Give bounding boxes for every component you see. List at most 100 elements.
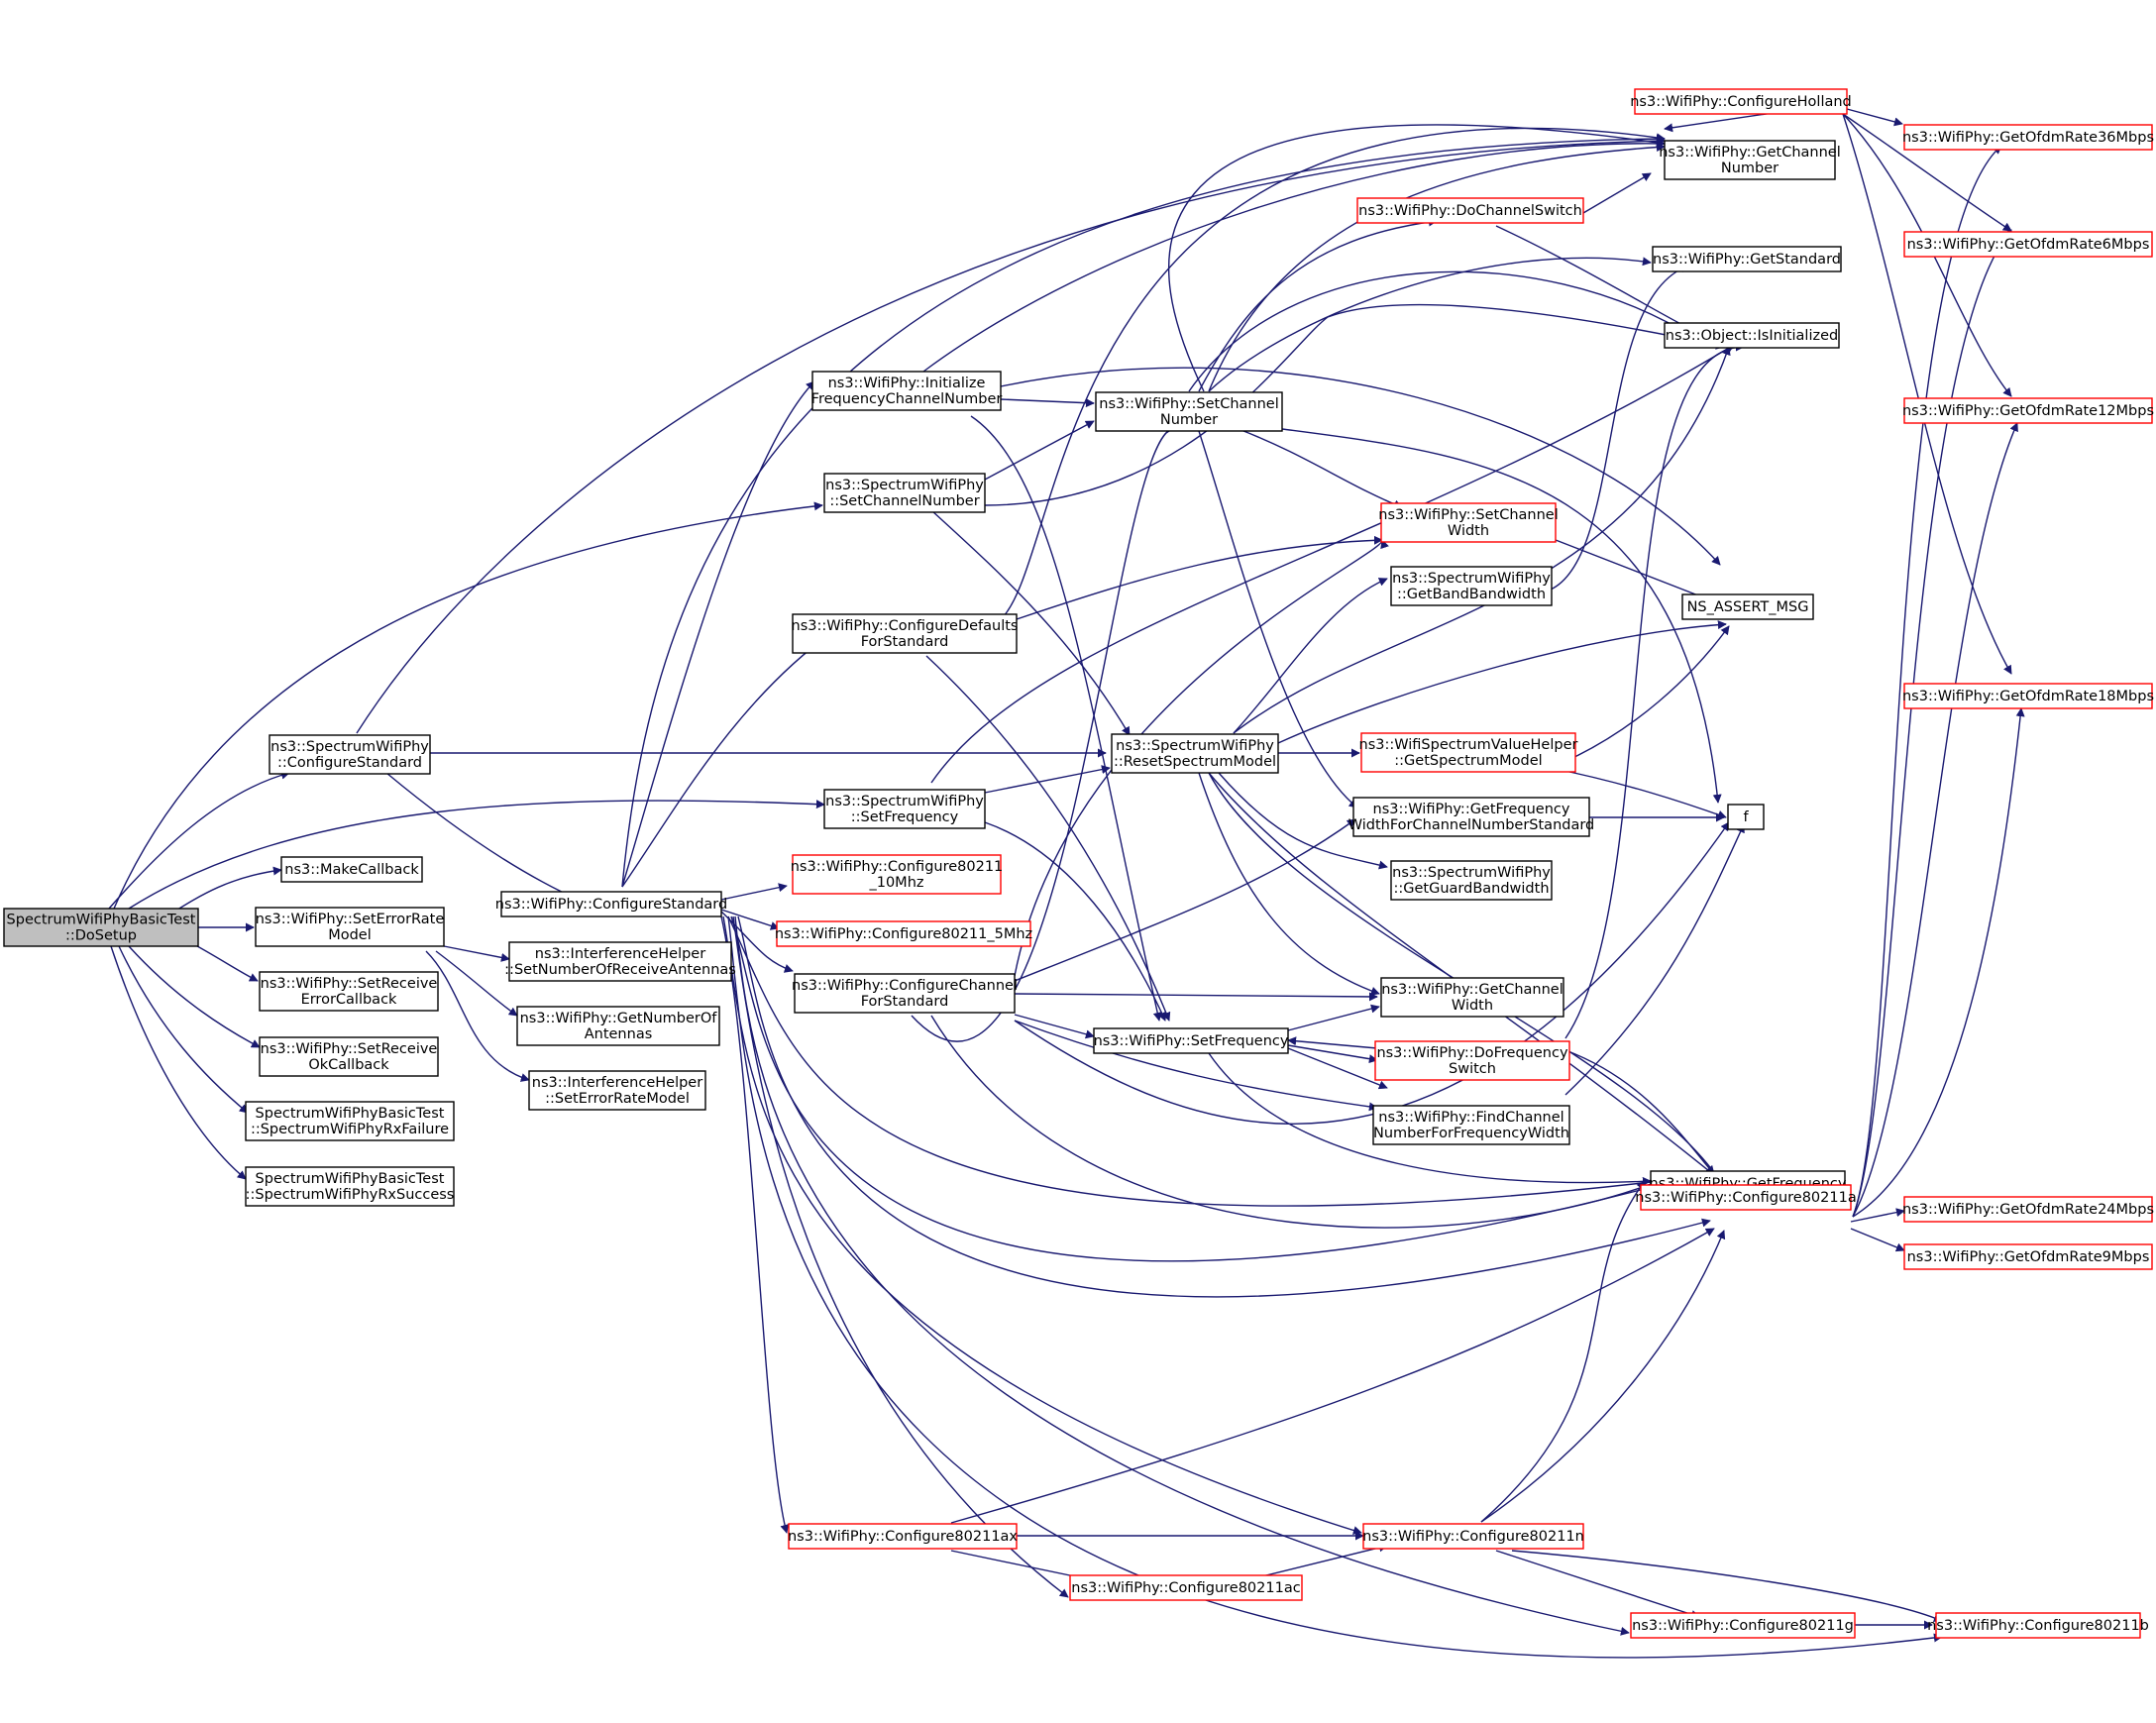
node-cg[interactable]: ns3::WifiPhy::Configure80211g <box>1630 1612 1856 1639</box>
edge <box>930 344 1735 784</box>
node-getfw[interactable]: ns3::WifiPhy::GetFrequencyWidthForChanne… <box>1348 797 1595 837</box>
node-dochsw[interactable]: ns3::WifiPhy::DoChannelSwitch <box>1356 197 1584 224</box>
node-box <box>1360 732 1576 773</box>
node-ih_setnum[interactable]: ns3::InterferenceHelper::SetNumberOfRece… <box>504 941 736 982</box>
node-label: ns3::WifiPhy::GetOfdmRate12Mbps <box>1902 403 2154 419</box>
node-label: ns3::WifiPhy::ConfigureDefaults <box>792 618 1019 634</box>
node-wp_cfgstd[interactable]: ns3::WifiPhy::ConfigureStandard <box>495 891 727 917</box>
node-makecb[interactable]: ns3::MakeCallback <box>280 856 423 883</box>
node-f[interactable]: f <box>1727 804 1765 830</box>
edge <box>1852 422 2018 1218</box>
node-label: WidthForChannelNumberStandard <box>1348 817 1595 833</box>
node-label: ns3::WifiPhy::Configure80211n <box>1362 1529 1584 1545</box>
node-cfgchan[interactable]: ns3::WifiPhy::ConfigureChannelForStandar… <box>792 973 1018 1014</box>
node-swp_setfreq[interactable]: ns3::SpectrumWifiPhy::SetFrequency <box>823 789 986 829</box>
node-label: ns3::WifiPhy::Configure80211b <box>1927 1618 2149 1634</box>
node-ih_seterr[interactable]: ns3::InterferenceHelper::SetErrorRateMod… <box>528 1070 706 1111</box>
edge <box>734 915 1630 1636</box>
node-label: ns3::WifiPhy::DoChannelSwitch <box>1358 203 1582 219</box>
node-label: ns3::WifiPhy::Configure80211ax <box>788 1529 1018 1545</box>
edge <box>732 915 1069 1598</box>
node-r9[interactable]: ns3::WifiPhy::GetOfdmRate9Mbps <box>1903 1243 2153 1270</box>
edge <box>1495 1550 1700 1619</box>
node-cn[interactable]: ns3::WifiPhy::Configure80211n <box>1362 1523 1584 1550</box>
edge <box>435 950 518 1017</box>
node-label: ns3::WifiPhy::Configure80211a <box>1635 1190 1856 1206</box>
edge <box>1233 578 1388 734</box>
edge <box>1287 1047 1388 1090</box>
node-wp_setfreq[interactable]: ns3::WifiPhy::SetFrequency <box>1093 1027 1289 1054</box>
node-rxfail[interactable]: SpectrumWifiPhyBasicTest::SpectrumWifiPh… <box>245 1101 455 1141</box>
node-box <box>1630 1612 1856 1639</box>
node-box <box>255 907 445 947</box>
node-r12[interactable]: ns3::WifiPhy::GetOfdmRate12Mbps <box>1902 397 2154 424</box>
edge <box>720 909 780 930</box>
node-label: ::SetChannelNumber <box>829 493 979 509</box>
node-label: ns3::WifiSpectrumValueHelper <box>1359 737 1578 753</box>
edge <box>1014 818 1356 982</box>
node-wp_setch[interactable]: ns3::WifiPhy::SetChannelNumber <box>1095 391 1283 432</box>
node-box <box>269 734 431 775</box>
node-c5[interactable]: ns3::WifiPhy::Configure80211_5Mhz <box>775 920 1032 947</box>
node-c10[interactable]: ns3::WifiPhy::Configure80211_10Mhz <box>791 854 1004 895</box>
node-label: ns3::WifiPhy::SetChannel <box>1099 396 1279 412</box>
node-label: ns3::WifiPhy::GetChannel <box>1381 982 1563 998</box>
edge <box>118 945 249 1114</box>
node-seterr[interactable]: ns3::WifiPhy::SetErrorRateModel <box>255 907 445 947</box>
node-label: ns3::WifiPhy::GetOfdmRate36Mbps <box>1902 130 2154 146</box>
node-label: ::SpectrumWifiPhyRxSuccess <box>246 1187 455 1203</box>
node-cac[interactable]: ns3::WifiPhy::Configure80211ac <box>1069 1574 1303 1601</box>
node-getband[interactable]: ns3::SpectrumWifiPhy::GetBandBandwidth <box>1390 566 1553 606</box>
node-r6[interactable]: ns3::WifiPhy::GetOfdmRate6Mbps <box>1903 231 2153 258</box>
node-resetsm[interactable]: ns3::SpectrumWifiPhy::ResetSpectrumModel <box>1111 733 1279 774</box>
node-ca[interactable]: ns3::WifiPhy::Configure80211a <box>1635 1184 1857 1211</box>
node-cax[interactable]: ns3::WifiPhy::Configure80211ax <box>788 1523 1018 1550</box>
node-box <box>823 789 986 829</box>
node-cb[interactable]: ns3::WifiPhy::Configure80211b <box>1927 1612 2149 1639</box>
node-label: Model <box>328 927 372 943</box>
edge <box>922 139 1666 373</box>
node-findch[interactable]: ns3::WifiPhy::FindChannelNumberForFreque… <box>1372 1105 1570 1145</box>
node-getguard[interactable]: ns3::SpectrumWifiPhy::GetGuardBandwidth <box>1390 860 1553 901</box>
edge <box>1564 342 1745 1039</box>
node-label: Width <box>1448 523 1489 539</box>
node-r24[interactable]: ns3::WifiPhy::GetOfdmRate24Mbps <box>1902 1196 2154 1223</box>
node-initfreq[interactable]: ns3::WifiPhy::InitializeFrequencyChannel… <box>811 371 1003 411</box>
node-swp_cfgstd[interactable]: ns3::SpectrumWifiPhy::ConfigureStandard <box>269 734 431 775</box>
node-label: ns3::WifiPhy::GetOfdmRate24Mbps <box>1902 1202 2154 1218</box>
node-label: ::SetNumberOfReceiveAntennas <box>504 962 736 978</box>
node-root[interactable]: SpectrumWifiPhyBasicTest::DoSetup <box>3 908 199 947</box>
node-box <box>792 854 1002 895</box>
node-label: ns3::WifiPhy::Configure80211ac <box>1071 1580 1300 1596</box>
node-box <box>1634 88 1848 115</box>
edge <box>1198 772 1380 996</box>
edge <box>1550 625 1730 769</box>
node-rxsucc[interactable]: SpectrumWifiPhyBasicTest::SpectrumWifiPh… <box>245 1166 455 1207</box>
node-r36[interactable]: ns3::WifiPhy::GetOfdmRate36Mbps <box>1902 124 2154 151</box>
node-getstd[interactable]: ns3::WifiPhy::GetStandard <box>1652 246 1842 272</box>
node-nsassert[interactable]: NS_ASSERT_MSG <box>1681 593 1814 620</box>
node-swp_setch[interactable]: ns3::SpectrumWifiPhy::SetChannelNumber <box>823 473 986 513</box>
node-cholland[interactable]: ns3::WifiPhy::ConfigureHolland <box>1630 88 1852 115</box>
node-box <box>1903 1243 2153 1270</box>
node-cfgdef[interactable]: ns3::WifiPhy::ConfigureDefaultsForStanda… <box>792 613 1019 654</box>
edge <box>911 424 1175 1042</box>
node-isinit[interactable]: ns3::Object::IsInitialized <box>1664 322 1840 349</box>
edge <box>1495 225 1697 333</box>
node-wsvh[interactable]: ns3::WifiSpectrumValueHelper::GetSpectru… <box>1359 732 1578 773</box>
node-r18[interactable]: ns3::WifiPhy::GetOfdmRate18Mbps <box>1902 683 2154 709</box>
node-label: ns3::Object::IsInitialized <box>1666 328 1838 344</box>
node-label: NS_ASSERT_MSG <box>1687 599 1809 615</box>
edge <box>1550 264 1690 591</box>
node-box <box>245 1101 455 1141</box>
edge <box>1564 823 1745 1096</box>
node-box <box>1640 1184 1852 1211</box>
